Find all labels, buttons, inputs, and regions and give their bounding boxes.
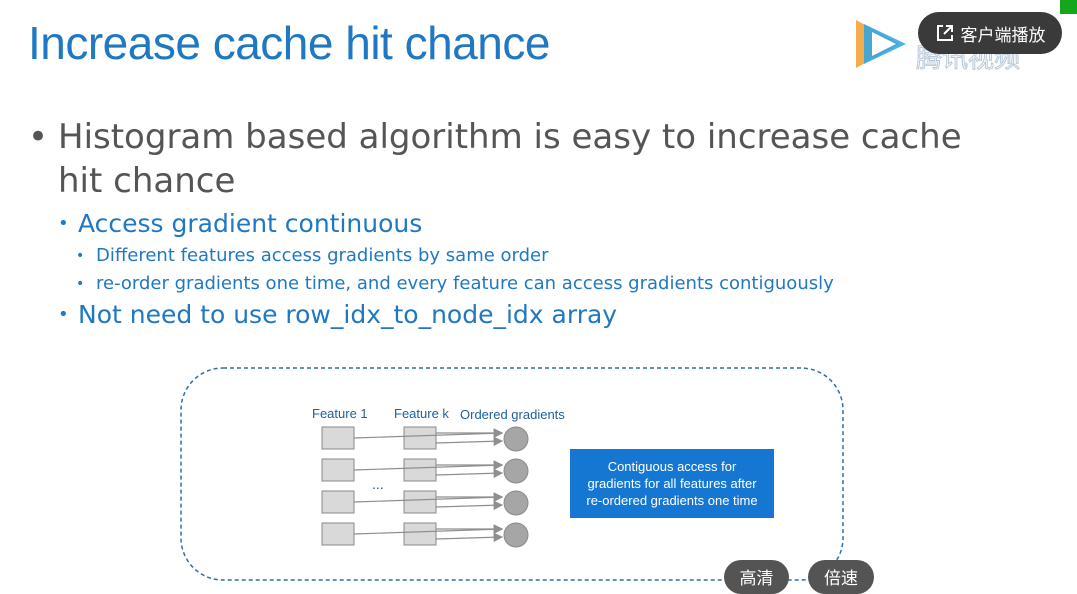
quality-label: 高清 bbox=[739, 569, 774, 589]
ordered-gradient bbox=[503, 426, 529, 452]
bullet-dot: • bbox=[28, 117, 49, 157]
speed-label: 倍速 bbox=[824, 569, 858, 589]
quality-button[interactable]: 高清 bbox=[724, 560, 789, 594]
external-link-icon bbox=[936, 25, 953, 41]
callout-line-3: re-ordered gradients one time bbox=[586, 493, 757, 508]
client-play-label: 客户端播放 bbox=[960, 25, 1046, 46]
feature1-bin bbox=[321, 522, 355, 546]
speed-button[interactable]: 倍速 bbox=[808, 560, 874, 594]
sub-sub-bullet-2-text: re-order gradients one time, and every f… bbox=[96, 273, 834, 294]
featurek-bin bbox=[403, 458, 437, 482]
feature1-bin bbox=[321, 426, 355, 450]
gradient-access-diagram: Feature 1 Feature k Ordered gradients ..… bbox=[180, 367, 844, 581]
diagram-dashed-border bbox=[180, 367, 844, 581]
feature1-bin bbox=[321, 490, 355, 514]
ordered-gradient bbox=[503, 490, 529, 516]
callout-line-1: Contiguous access for bbox=[608, 459, 737, 474]
featurek-bin bbox=[403, 522, 437, 546]
sub-bullet-row-idx-text: Not need to use row_idx_to_node_idx arra… bbox=[78, 300, 618, 329]
callout-line-2: gradients for all features after bbox=[587, 476, 757, 491]
main-bullet-text: Histogram based algorithm is easy to inc… bbox=[58, 117, 962, 201]
bullet-dot: • bbox=[58, 213, 69, 234]
label-feature-1: Feature 1 bbox=[312, 406, 368, 421]
bullet-dot: • bbox=[58, 304, 69, 325]
sub-bullet-access-text: Access gradient continuous bbox=[78, 209, 423, 238]
client-play-button[interactable]: 客户端播放 bbox=[918, 12, 1062, 54]
callout-box bbox=[570, 449, 774, 518]
slide-title: Increase cache hit chance bbox=[28, 17, 550, 69]
diagram-ellipsis: ... bbox=[372, 476, 384, 492]
ordered-gradient bbox=[503, 522, 529, 548]
green-indicator bbox=[1060, 0, 1077, 14]
sub-sub-bullet-1-text: Different features access gradients by s… bbox=[96, 245, 549, 266]
featurek-bin bbox=[403, 490, 437, 514]
bullet-dot: • bbox=[76, 248, 85, 264]
ordered-gradient bbox=[503, 458, 529, 484]
feature1-bin bbox=[321, 458, 355, 482]
label-ordered-gradients: Ordered gradients bbox=[460, 407, 565, 422]
bullet-dot: • bbox=[76, 276, 85, 292]
label-feature-k: Feature k bbox=[394, 406, 449, 421]
tencent-video-logo-icon bbox=[856, 20, 906, 68]
featurek-bin bbox=[403, 426, 437, 450]
